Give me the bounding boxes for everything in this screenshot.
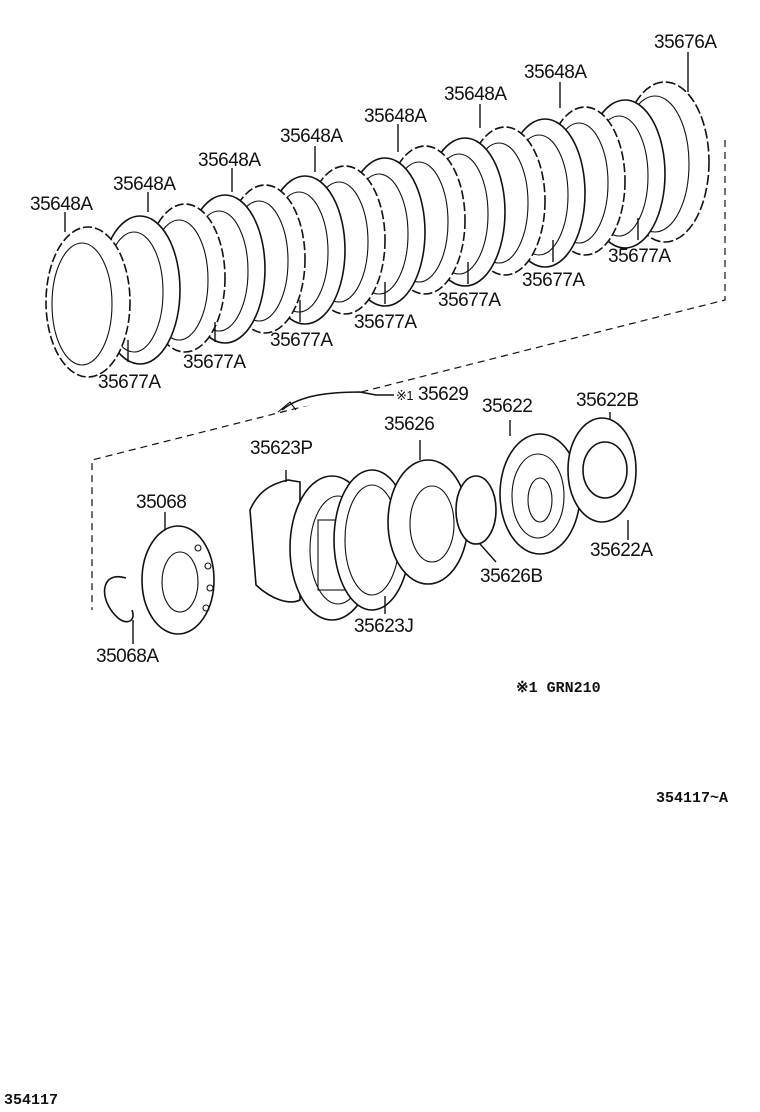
label-35648a-4: 35648A [280, 126, 343, 147]
label-35622b: 35622B [576, 390, 639, 411]
figure-code: 354117~A [656, 790, 728, 807]
leaders-35648a [64, 52, 689, 232]
label-35622a: 35622A [590, 540, 653, 561]
label-35648a-3: 35648A [198, 150, 261, 171]
label-35677a-7: 35677A [608, 246, 671, 267]
label-35648a-2: 35648A [113, 174, 176, 195]
label-35677a-4: 35677A [354, 312, 417, 333]
leaders-35677a [127, 218, 639, 362]
clutch-pack [45, 52, 710, 378]
label-35626b: 35626B [480, 566, 543, 587]
label-35629: 35629 [418, 384, 468, 405]
plate-35068 [141, 512, 215, 635]
label-35623p: 35623P [250, 438, 313, 459]
label-35648a-1: 35648A [30, 194, 93, 215]
label-35623j: 35623J [354, 616, 413, 637]
label-35648a-7: 35648A [524, 62, 587, 83]
label-35626: 35626 [384, 414, 434, 435]
plate-1 [45, 226, 131, 378]
label-35677a-2: 35677A [183, 352, 246, 373]
label-35677a-6: 35677A [522, 270, 585, 291]
label-35068a: 35068A [96, 646, 159, 667]
assembly-guide-line [91, 140, 726, 610]
page-code: 354117 [4, 1092, 58, 1109]
labels-35677a: 35677A 35677A 35677A 35677A 35677A 35677… [98, 246, 672, 393]
footnote: ※1 GRN210 [516, 680, 601, 697]
label-35677a-1: 35677A [98, 372, 161, 393]
label-35677a-5: 35677A [438, 290, 501, 311]
washer-35622a [567, 417, 637, 540]
label-35622: 35622 [482, 396, 532, 417]
label-35648a-5: 35648A [364, 106, 427, 127]
labels-35648a: 35648A 35648A 35648A 35648A 35648A 35648… [30, 62, 588, 215]
label-35648a-6: 35648A [444, 84, 507, 105]
label-35068: 35068 [136, 492, 186, 513]
snap-wire-35629 [277, 391, 394, 413]
label-35677a-3: 35677A [270, 330, 333, 351]
seal-35626b [455, 475, 497, 563]
label-35676a: 35676A [654, 32, 717, 53]
label-note-marker: ※1 [396, 388, 413, 403]
snap-ring-35068a [103, 575, 134, 644]
piston-35622 [499, 420, 581, 555]
